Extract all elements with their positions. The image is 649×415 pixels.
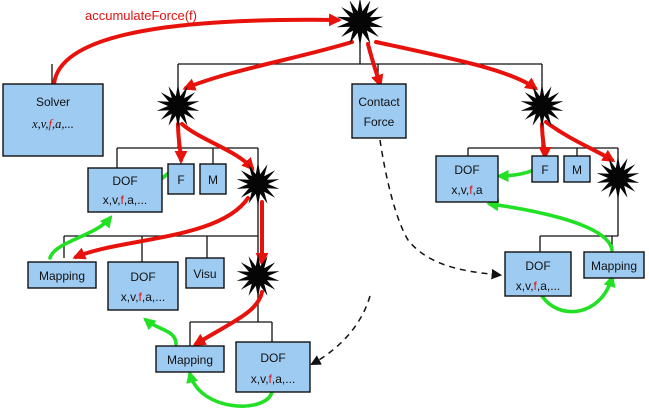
left-dof-title: DOF xyxy=(112,174,137,188)
right-forcefield-node[interactable]: F xyxy=(531,155,559,183)
right-starburst xyxy=(520,84,564,128)
left-starburst xyxy=(156,84,200,128)
right-dof-title: DOF xyxy=(454,163,479,177)
right-mapping-node[interactable]: Mapping xyxy=(583,251,645,279)
left-level2-starburst xyxy=(236,162,280,206)
left-visual-label: Visu xyxy=(193,267,216,281)
left-forcefield-node[interactable]: F xyxy=(167,163,195,195)
visitor-starbursts xyxy=(156,0,640,298)
right-child-dof-node[interactable]: DOF x,v,f,a,... xyxy=(504,251,572,297)
left-level3-starburst xyxy=(236,254,280,298)
solver-state: x,v,f,a,... xyxy=(31,117,74,131)
left-grandchild-dof-title: DOF xyxy=(260,351,285,365)
left-dof-state: x,v,f,a,... xyxy=(103,193,147,207)
left-visual-node[interactable]: Visu xyxy=(185,257,225,289)
contact-force-line1: Contact xyxy=(358,95,400,109)
left-mass-label: M xyxy=(208,173,218,187)
left-mapping-node[interactable]: Mapping xyxy=(27,261,97,289)
right-dof-node[interactable]: DOF x,v,f,a xyxy=(435,155,499,203)
accumulate-force-label: accumulateForce(f) xyxy=(85,8,197,23)
right-level2-starburst xyxy=(596,156,640,200)
right-child-dof-title: DOF xyxy=(525,259,550,273)
left-child-dof-title: DOF xyxy=(130,270,155,284)
right-dof-state: x,v,f,a xyxy=(451,183,482,197)
right-child-dof-state: x,v,f,a,... xyxy=(516,279,560,293)
contact-force-line2: Force xyxy=(364,115,395,129)
left-child-dof-state: x,v,f,a,... xyxy=(121,290,165,304)
left-grandchild-mapping-label: Mapping xyxy=(167,353,213,367)
contact-arrows xyxy=(310,139,503,366)
contact-force-node[interactable]: Contact Force xyxy=(351,83,407,139)
left-grandchild-dof-state: x,v,f,a,... xyxy=(251,372,295,386)
right-mapping-label: Mapping xyxy=(591,259,637,273)
left-child-dof-node[interactable]: DOF x,v,f,a,... xyxy=(107,261,179,311)
left-dof-node[interactable]: DOF x,v,f,a,... xyxy=(87,167,163,213)
left-grandchild-mapping-node[interactable]: Mapping xyxy=(155,345,225,373)
right-mass-node[interactable]: M xyxy=(563,155,591,183)
root-starburst xyxy=(336,0,384,46)
solver-node[interactable]: Solver x,v,f,a,... xyxy=(2,83,104,157)
left-mapping-label: Mapping xyxy=(39,269,85,283)
left-forcefield-label: F xyxy=(177,173,184,187)
left-mass-node[interactable]: M xyxy=(199,163,227,195)
graph-edges xyxy=(51,38,619,346)
right-mass-label: M xyxy=(572,163,582,177)
force-arrows xyxy=(52,13,616,347)
left-grandchild-dof-node[interactable]: DOF x,v,f,a,... xyxy=(235,341,311,393)
right-forcefield-label: F xyxy=(541,163,548,177)
solver-title: Solver xyxy=(36,95,70,109)
